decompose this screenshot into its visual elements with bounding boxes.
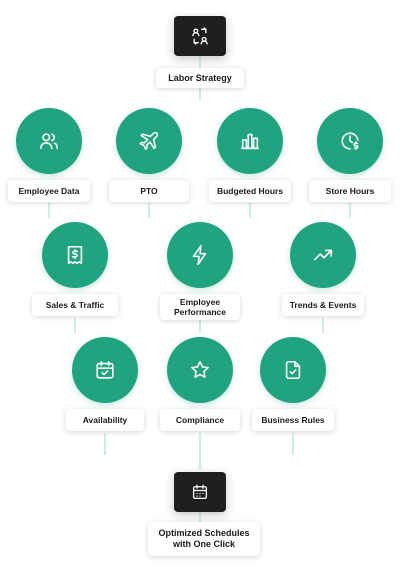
- optimized-schedules-label-line2: with One Click: [172, 539, 235, 549]
- business-rules-label: Business Rules: [252, 409, 334, 431]
- labor-strategy-box: [174, 16, 226, 56]
- trends-events-node: [290, 222, 356, 288]
- sales-traffic-label: Sales & Traffic: [32, 294, 118, 316]
- sales-traffic-node: [42, 222, 108, 288]
- optimized-schedules-box: [174, 472, 226, 512]
- pto-node: [116, 108, 182, 174]
- employee-performance-label: Employee Performance: [160, 294, 240, 320]
- calendar-grid-icon: [191, 483, 209, 501]
- employee-data-label: Employee Data: [8, 180, 90, 202]
- receipt-dollar-icon: [64, 244, 86, 266]
- clock-dollar-icon: [339, 130, 361, 152]
- calendar-check-icon: [94, 359, 116, 381]
- optimized-schedules-label: Optimized Schedules with One Click: [148, 522, 260, 556]
- employee-performance-node: [167, 222, 233, 288]
- star-icon: [189, 359, 211, 381]
- optimized-schedules-label-line1: Optimized Schedules: [158, 527, 250, 538]
- people-swap-icon: [190, 26, 210, 46]
- availability-node: [72, 337, 138, 403]
- pto-label: PTO: [109, 180, 189, 202]
- trends-events-label: Trends & Events: [282, 294, 364, 316]
- store-hours-node: [317, 108, 383, 174]
- budgeted-hours-label: Budgeted Hours: [209, 180, 291, 202]
- lightning-icon: [189, 244, 211, 266]
- business-rules-node: [260, 337, 326, 403]
- labor-strategy-label: Labor Strategy: [156, 68, 244, 88]
- employee-performance-label-line2: Performance: [174, 307, 226, 317]
- employee-performance-label-line1: Employee: [179, 296, 221, 307]
- budgeted-hours-node: [217, 108, 283, 174]
- bar-chart-icon: [239, 130, 261, 152]
- users-icon: [38, 130, 60, 152]
- compliance-node: [167, 337, 233, 403]
- compliance-label: Compliance: [160, 409, 240, 431]
- document-check-icon: [282, 359, 304, 381]
- employee-data-node: [16, 108, 82, 174]
- store-hours-label: Store Hours: [309, 180, 391, 202]
- plane-icon: [138, 130, 160, 152]
- availability-label: Availability: [66, 409, 144, 431]
- trending-up-icon: [312, 244, 334, 266]
